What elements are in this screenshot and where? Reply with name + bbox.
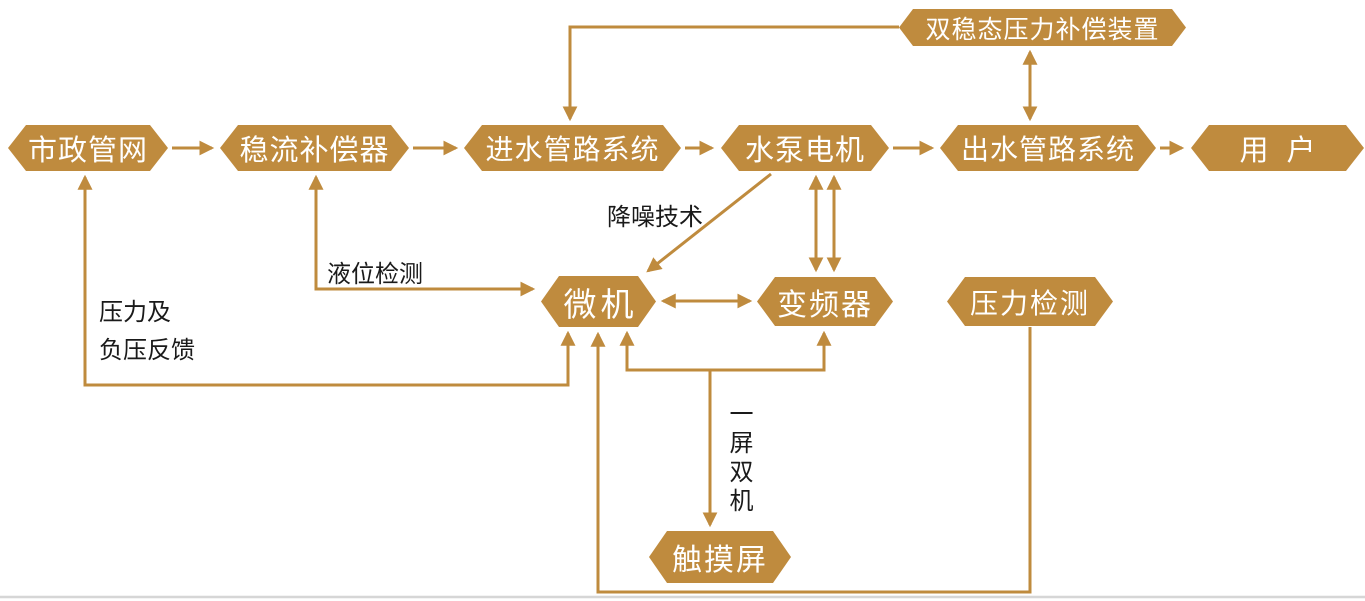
label-noise-reduction: 降噪技术: [607, 204, 703, 231]
double-arrow-micro-vfd-bottom: [619, 330, 832, 372]
node-pump-motor: 水泵电机: [721, 125, 889, 171]
node-pressure-detection: 压力检测: [947, 277, 1113, 326]
node-flow-stabilizer: 稳流补偿器: [220, 125, 409, 171]
node-bistable-pressure-compensator: 双稳态压力补偿装置: [899, 9, 1186, 46]
node-outlet-pipe-system: 出水管路系统: [940, 125, 1156, 171]
node-microcomputer: 微机: [541, 276, 656, 327]
double-arrow-feedback-municipal-micro: [77, 174, 576, 387]
node-municipal-network: 市政管网: [8, 125, 168, 171]
node-user: 用户: [1191, 125, 1364, 171]
label-one-screen-two-machines: 一屏双机: [725, 401, 752, 517]
arrow-pressure-to-micro: [590, 327, 1032, 594]
label-level-detection: 液位检测: [327, 261, 423, 288]
arrow-bistable-to-inlet: [562, 25, 899, 122]
node-frequency-converter: 变频器: [757, 277, 893, 326]
label-pressure-feedback-line2: 负压反馈: [99, 337, 195, 364]
label-pressure-feedback-line1: 压力及: [99, 299, 171, 326]
arrow-noise-pump-to-micro: [646, 172, 772, 273]
node-inlet-pipe-system: 进水管路系统: [464, 125, 681, 171]
node-touchscreen: 触摸屏: [649, 531, 791, 583]
